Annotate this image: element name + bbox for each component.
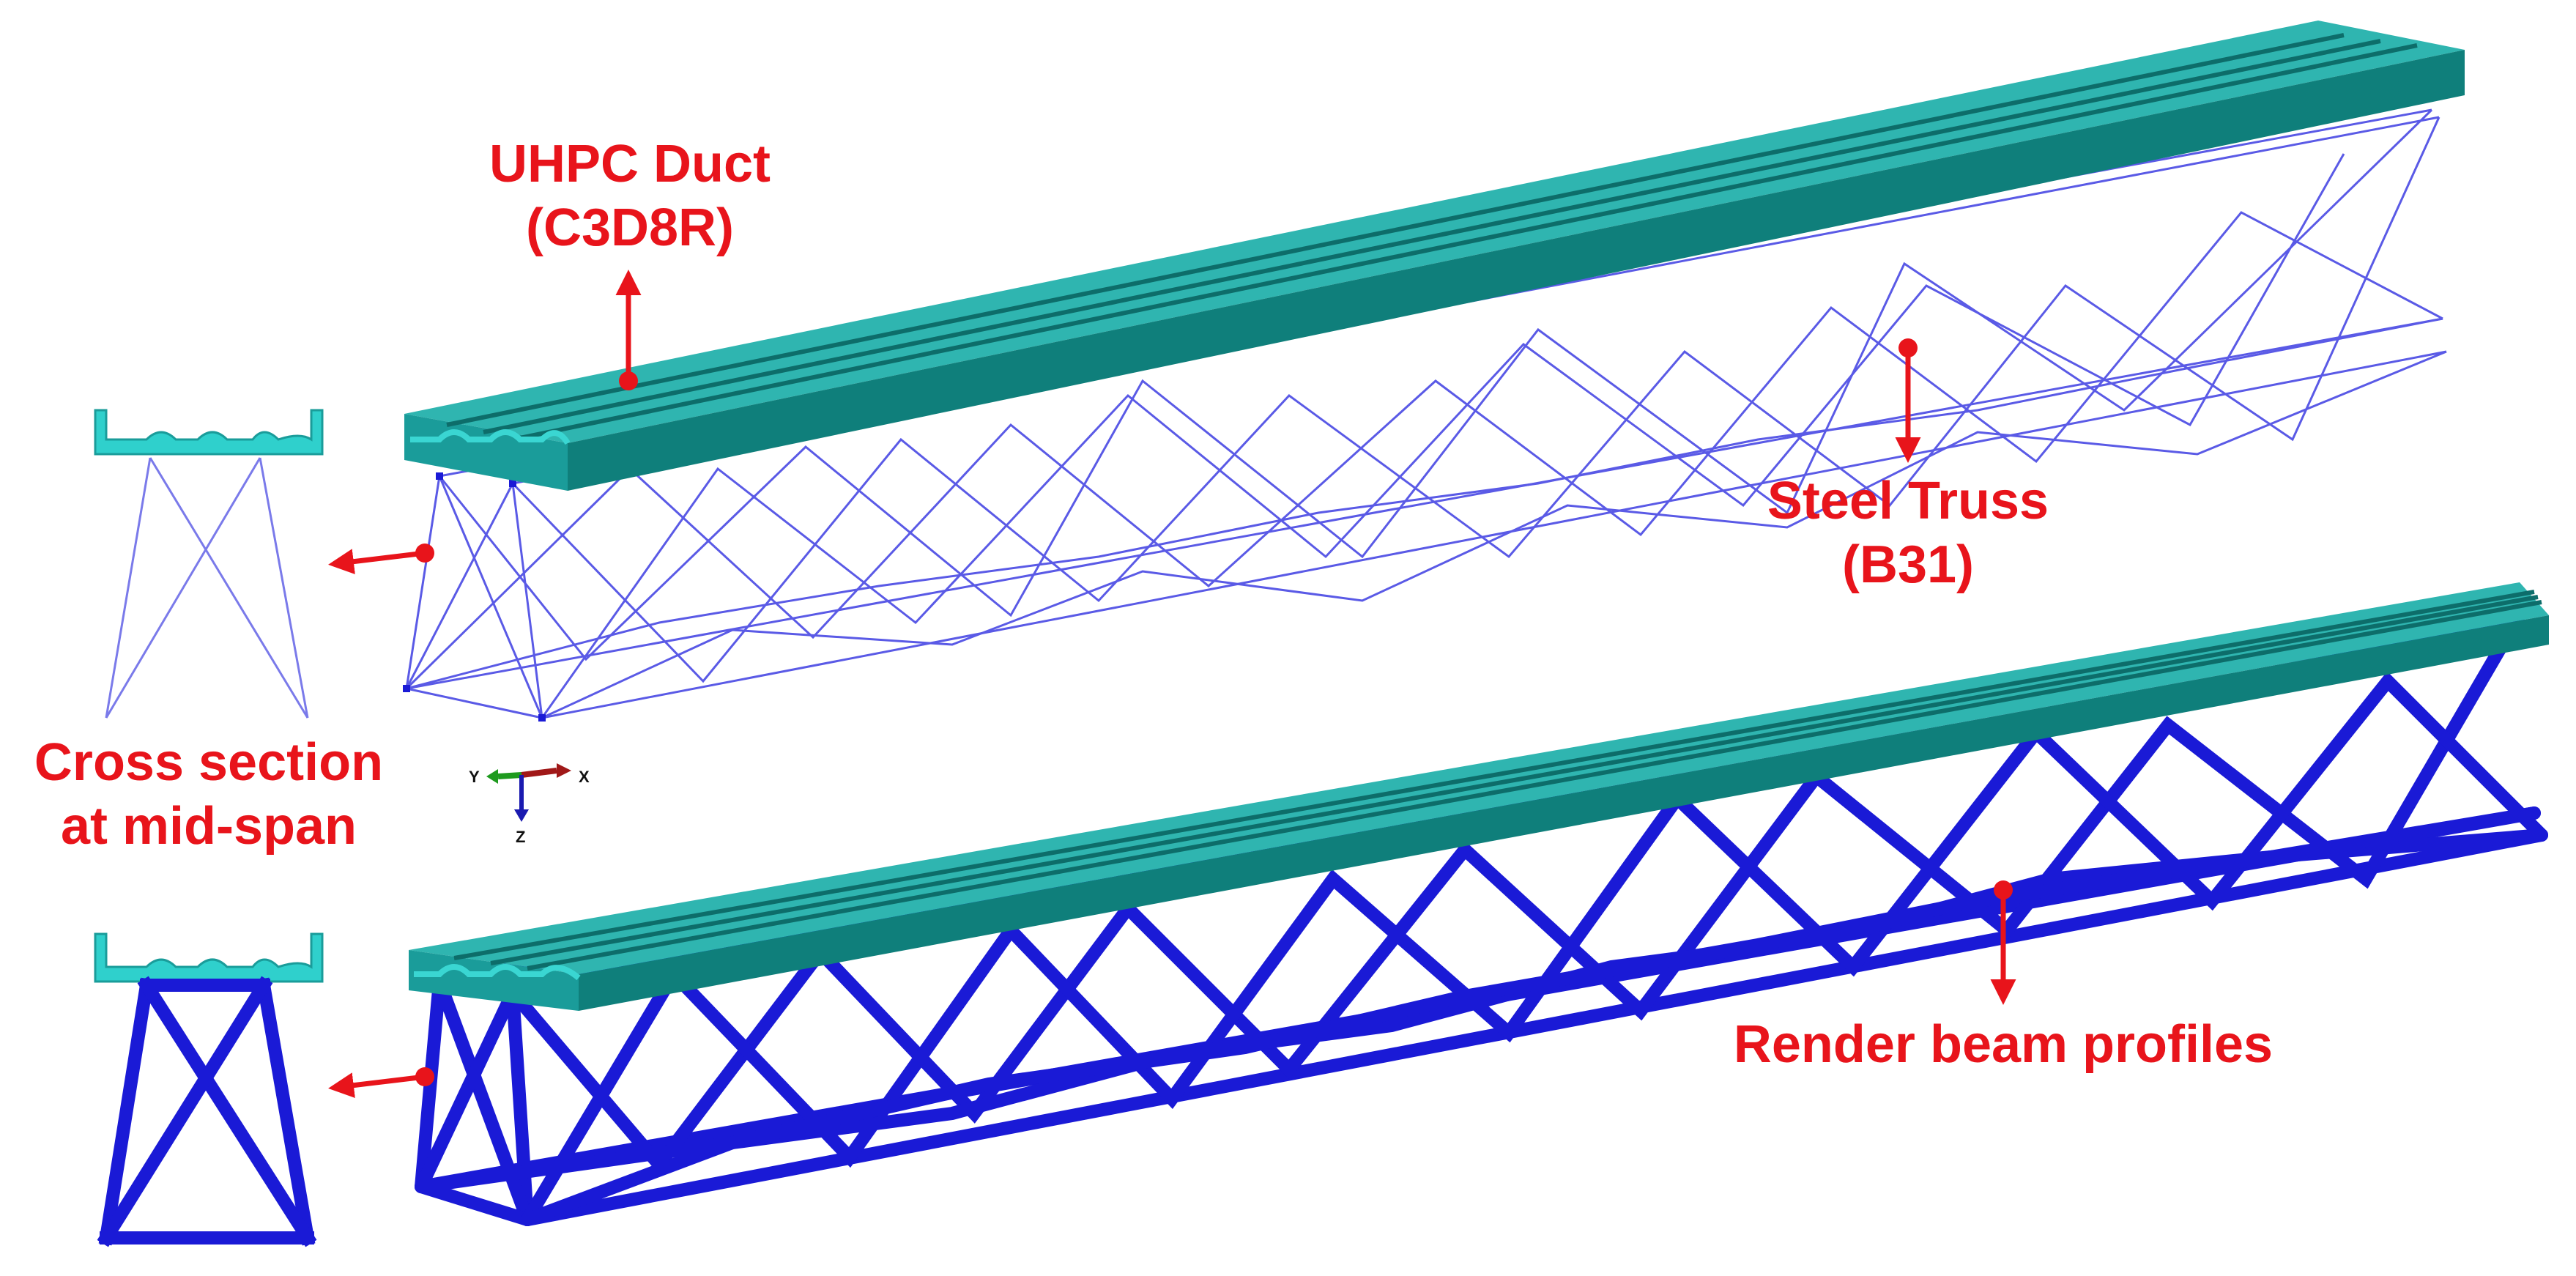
bottom-uhpc-duct bbox=[409, 582, 2549, 1011]
cross-section-wire bbox=[94, 409, 324, 719]
steel-truss-label-line1: Steel Truss bbox=[1767, 472, 2049, 530]
render-profiles-label: Render beam profiles bbox=[1734, 1015, 2273, 1074]
cross-section-label-line1: Cross section bbox=[34, 733, 383, 792]
axis-y-label: Y bbox=[469, 768, 480, 786]
annotation-dots bbox=[415, 338, 2013, 1086]
top-uhpc-duct bbox=[404, 21, 2465, 491]
axis-x-label: X bbox=[579, 768, 590, 786]
top-truss-nodes bbox=[403, 472, 546, 722]
cross-section-label-line2: at mid-span bbox=[61, 797, 357, 856]
uhpc-duct-label-line1: UHPC Duct bbox=[489, 135, 771, 193]
annotations bbox=[328, 270, 2016, 1099]
cross-section-rendered bbox=[94, 932, 324, 1247]
axis-z-label: Z bbox=[516, 828, 525, 846]
axis-triad: X Y Z bbox=[469, 763, 590, 846]
steel-truss-label-line2: (B31) bbox=[1842, 535, 1974, 594]
uhpc-duct-label-line2: (C3D8R) bbox=[526, 199, 734, 257]
